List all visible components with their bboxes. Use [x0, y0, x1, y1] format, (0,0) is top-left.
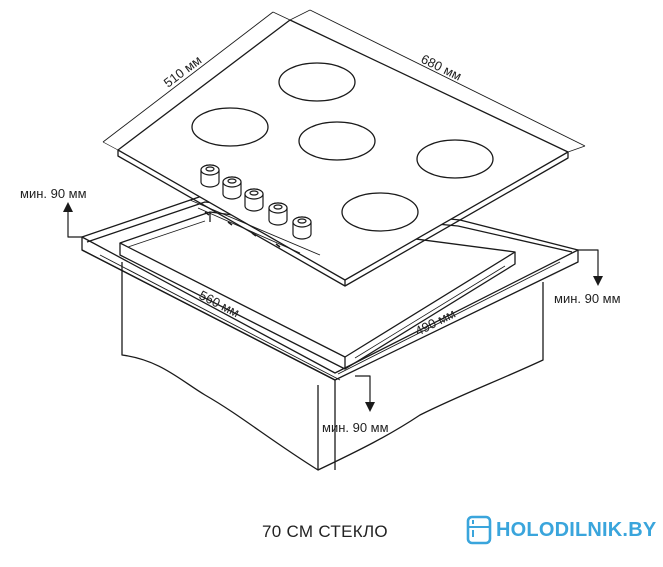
- knob-4: [268, 202, 288, 226]
- label-clearance-front: мин. 90 мм: [322, 420, 389, 435]
- label-510: 510 мм: [161, 52, 205, 90]
- clearance-front-arrow-line: [355, 375, 371, 404]
- dim-line-560: [99, 254, 341, 381]
- dim-line-680: [309, 9, 586, 147]
- control-knobs: [200, 164, 312, 240]
- burner-left: [191, 107, 269, 147]
- cabinet-right-side: [317, 282, 544, 471]
- clearance-front-arrow-head: [365, 402, 375, 412]
- burner-right: [416, 139, 494, 179]
- site-logo: HOLODILNIK.BY: [466, 515, 656, 545]
- label-560: 560 мм: [197, 287, 242, 320]
- clearance-right-arrow-head: [593, 276, 603, 286]
- clearance-left-arrow-line: [67, 210, 82, 238]
- clearance-left-arrow-head: [63, 202, 73, 212]
- clearance-right-arrow-line: [578, 249, 599, 278]
- burner-back-left: [278, 62, 356, 102]
- dim-line-490: [337, 261, 561, 375]
- label-clearance-left: мин. 90 мм: [20, 186, 87, 201]
- label-clearance-right: мин. 90 мм: [554, 291, 621, 306]
- logo-text: HOLODILNIK.BY: [496, 518, 657, 541]
- burner-front: [341, 192, 419, 232]
- cabinet-left-side: [121, 262, 319, 471]
- knob-3: [244, 188, 264, 212]
- refrigerator-icon: [466, 515, 492, 545]
- label-680: 680 мм: [419, 51, 464, 83]
- knob-2: [222, 176, 242, 200]
- burner-center: [298, 121, 376, 161]
- caption: 70 СМ СТЕКЛО: [262, 522, 388, 541]
- knob-5: [292, 216, 312, 240]
- dim-line-510: [102, 11, 274, 143]
- knob-1: [200, 164, 220, 188]
